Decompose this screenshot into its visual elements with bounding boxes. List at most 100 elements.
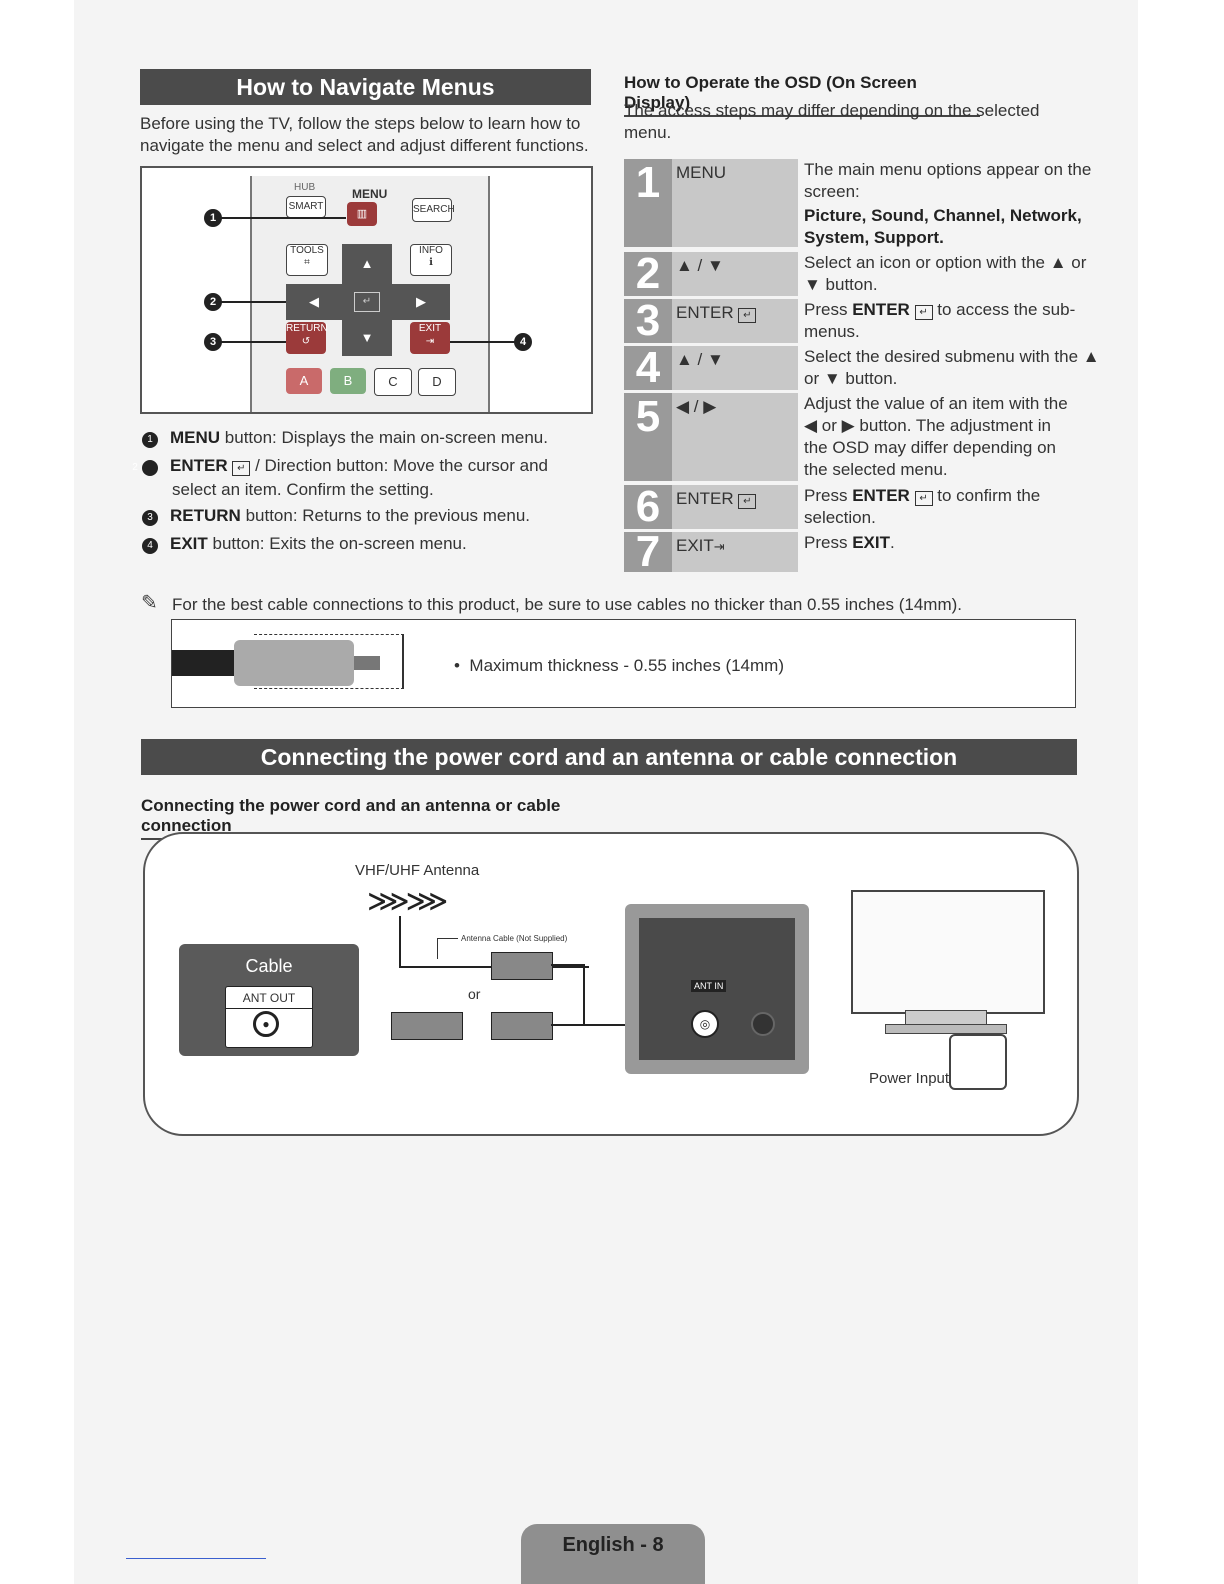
connector-bottom-left (391, 1012, 463, 1040)
ant-in-label: ANT IN (691, 980, 727, 992)
step-number: 5 (624, 393, 672, 481)
connect-banner: Connecting the power cord and an antenna… (141, 739, 1077, 775)
step-desc: Adjust the value of an item with the ◀ o… (804, 394, 1068, 479)
legend-text: button: Displays the main on-screen menu… (220, 428, 548, 447)
remote-diagram: HUB SMART MENU ▥ SEARCH TOOLS ⌗ INFO ℹ ▲… (140, 166, 593, 414)
step-key: ENTER ↵ (672, 485, 798, 529)
exit-icon: ⇥ (425, 336, 435, 347)
info-icon: ℹ (429, 257, 433, 268)
page-label: English - 8 (562, 1534, 664, 1556)
tv-panel-closeup: ANT IN ◎ (625, 904, 809, 1074)
search-button[interactable]: SEARCH (412, 198, 455, 222)
ant-in-port: ◎ (691, 1010, 719, 1038)
osd-step-5: 5 ◀ / ▶ Adjust the value of an item with… (624, 393, 1104, 481)
legend-key: MENU (170, 428, 221, 447)
legend-key: EXIT (170, 534, 208, 553)
step-desc-post: . (889, 533, 895, 552)
step-key: ▲ / ▼ (672, 252, 798, 296)
info-label: INFO (419, 245, 443, 256)
step-key: EXIT⇥ (672, 532, 798, 572)
step-number: 4 (624, 346, 672, 390)
step-key-text: ENTER (676, 303, 734, 322)
navigate-banner: How to Navigate Menus (140, 69, 591, 105)
step-desc-key: ENTER (852, 486, 910, 505)
tv-rear (851, 890, 1045, 1014)
ant-out-port: ANT OUT ● (225, 986, 313, 1048)
thickness-dash-bottom (254, 688, 404, 689)
dpad-left[interactable]: ◀ (286, 284, 342, 320)
connector-pin (354, 656, 380, 670)
power-input-label: Power Input (869, 1070, 950, 1087)
cable-line-v (583, 964, 585, 1026)
b-button[interactable]: B (330, 368, 366, 394)
callout-line-3 (220, 341, 286, 343)
connection-diagram: VHF/UHF Antenna ⋙⋙ Antenna Cable (Not Su… (143, 832, 1079, 1136)
legend-key: ENTER (170, 456, 228, 475)
callout-line-1 (220, 217, 346, 219)
d-button[interactable]: D (418, 368, 456, 396)
aux-port (751, 1012, 775, 1036)
enter-icon: ↵ (354, 292, 380, 312)
power-input-port (949, 1034, 1007, 1090)
antenna-label: VHF/UHF Antenna (355, 862, 480, 879)
return-label: RETURN (286, 323, 328, 334)
osd-step-4: 4 ▲ / ▼ Select the desired submenu with … (624, 346, 1104, 390)
osd-step-6: 6 ENTER ↵ Press ENTER ↵ to confirm the s… (624, 485, 1104, 529)
osd-title: How to Operate the OSD (On Screen Displa… (624, 73, 980, 117)
enter-icon: ↵ (914, 491, 933, 506)
c-button[interactable]: C (374, 368, 412, 396)
step-number: 6 (624, 485, 672, 529)
connector-body (234, 640, 354, 686)
dpad-up[interactable]: ▲ (342, 244, 392, 284)
return-button[interactable]: RETURN ↺ (286, 322, 328, 354)
tools-icon: ⌗ (304, 257, 310, 268)
antenna-icon: ⋙⋙ (367, 885, 448, 918)
antenna-cable-bracket (437, 938, 458, 959)
step-number: 2 (624, 252, 672, 296)
step-desc-pre: Press (804, 533, 853, 552)
thickness-bullet: • Maximum thickness - 0.55 inches (14mm) (454, 656, 784, 676)
page-number-tab: English - 8 (521, 1524, 705, 1584)
step-desc-key: EXIT (852, 533, 890, 552)
cable-label: Cable (245, 956, 293, 976)
step-desc-bold: Picture, Sound, Channel, Network, System… (804, 206, 1082, 247)
dpad-down[interactable]: ▼ (342, 320, 392, 356)
step-key-text: ENTER (676, 489, 734, 508)
or-label: or (468, 986, 481, 1002)
callout-3: 3 (204, 333, 222, 351)
step-desc: Press EXIT. (804, 532, 1104, 554)
enter-icon: ↵ (738, 308, 757, 323)
exit-button[interactable]: EXIT ⇥ (410, 322, 450, 354)
note-icon: ✎ (141, 592, 158, 614)
legend-num: 2 (132, 460, 158, 476)
info-button[interactable]: INFO ℹ (410, 244, 452, 276)
step-number: 3 (624, 299, 672, 343)
exit-icon: ⇥ (713, 539, 725, 554)
tv-base (885, 1024, 1007, 1034)
step-number: 1 (624, 159, 672, 247)
step-desc-pre: Press (804, 300, 853, 319)
navigate-intro: Before using the TV, follow the steps be… (140, 114, 589, 155)
legend-text: button: Exits the on-screen menu. (207, 534, 467, 553)
step-key: ENTER ↵ (672, 299, 798, 343)
callout-line-4 (450, 341, 516, 343)
tools-button[interactable]: TOOLS ⌗ (286, 244, 328, 276)
menu-label: MENU (352, 187, 388, 201)
cable-thickness-box: • Maximum thickness - 0.55 inches (14mm) (171, 619, 1076, 708)
enter-button[interactable]: ↵ (342, 284, 392, 320)
step-desc: The main menu options appear on the scre… (804, 159, 1104, 249)
antenna-cable-label: Antenna Cable (Not Supplied) (461, 934, 568, 943)
step-desc-post: to confirm the selection. (804, 486, 1041, 527)
dpad-right[interactable]: ▶ (392, 284, 450, 320)
enter-icon: ↵ (738, 494, 757, 509)
thickness-dash-top (254, 634, 404, 635)
step-desc-text: The main menu options appear on the scre… (804, 160, 1092, 201)
smart-button[interactable]: SMART (286, 196, 326, 218)
a-button[interactable]: A (286, 368, 322, 394)
menu-button[interactable]: ▥ (347, 202, 377, 226)
callout-4: 4 (514, 333, 532, 351)
osd-step-3: 3 ENTER ↵ Press ENTER ↵ to access the su… (624, 299, 1104, 343)
step-desc-key: ENTER (852, 300, 910, 319)
